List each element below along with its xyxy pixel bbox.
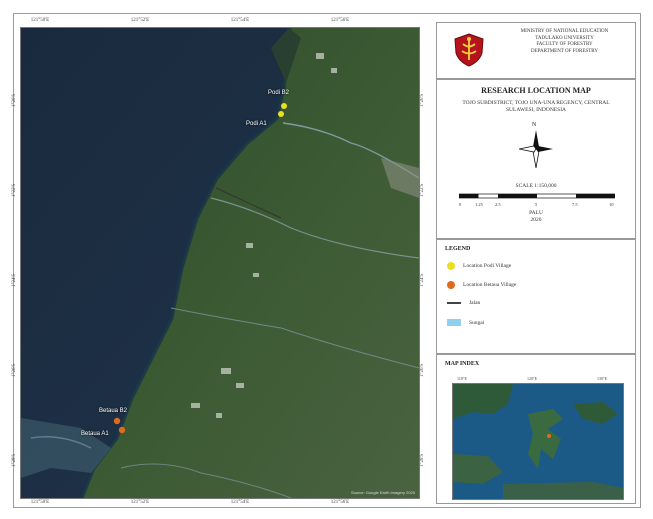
institution-line: MINISTRY OF NATIONAL EDUCATION bbox=[520, 29, 609, 34]
lon-tick: 121°50'E bbox=[30, 18, 50, 23]
map-subtitle: TOJO SUBDISTRICT, TOJO UNA-UNA REGENCY, … bbox=[462, 100, 610, 113]
scale-label: 0 bbox=[459, 202, 462, 207]
index-lon-tick: 110°E bbox=[457, 376, 467, 381]
institution-panel: MINISTRY OF NATIONAL EDUCATION TADULAKO … bbox=[436, 22, 636, 79]
institution-line: TADULAKO UNIVERSITY bbox=[535, 35, 594, 41]
legend-label: Location Betaua Village bbox=[463, 282, 517, 288]
scale-bar bbox=[459, 193, 615, 199]
yellow-dot-icon bbox=[447, 262, 455, 270]
place-name: PALU bbox=[529, 210, 543, 216]
scale-text: SCALE 1:150,000 bbox=[515, 183, 557, 189]
lat-tick: 1°22'S bbox=[420, 183, 425, 197]
index-map[interactable] bbox=[452, 383, 624, 500]
lon-tick: 121°54'E bbox=[230, 18, 250, 23]
podi-b2-marker[interactable] bbox=[281, 103, 287, 109]
betaua-b2-marker[interactable] bbox=[113, 417, 121, 425]
longitude-ticks-bottom: 121°50'E 121°52'E 121°54'E 121°56'E bbox=[20, 500, 418, 510]
legend-label: Jalan bbox=[469, 300, 481, 306]
lat-tick: 1°24'S bbox=[420, 273, 425, 287]
institution-line: DEPARTMENT OF FORESTRY bbox=[531, 48, 598, 54]
betaua-a1-marker[interactable] bbox=[118, 426, 126, 434]
lat-tick: 1°20'S bbox=[420, 93, 425, 107]
lon-tick: 121°50'E bbox=[30, 500, 50, 505]
satellite-map[interactable]: Podi B2 Podi A1 Betaua B2 Betaua A1 Sour… bbox=[20, 27, 420, 499]
legend-title: LEGEND bbox=[445, 246, 471, 252]
scale-label: 10 bbox=[609, 202, 614, 207]
lat-tick: 1°22'S bbox=[12, 183, 17, 197]
lat-tick: 1°24'S bbox=[12, 273, 17, 287]
legend-item-podi: Location Podi Village bbox=[447, 262, 511, 270]
lat-tick: 1°28'S bbox=[12, 453, 17, 467]
lon-tick: 121°52'E bbox=[130, 18, 150, 23]
scale-label: 2.5 bbox=[495, 202, 501, 207]
satellite-imagery bbox=[21, 28, 419, 498]
map-year: 2020 bbox=[530, 217, 542, 223]
river-swatch-icon bbox=[447, 319, 461, 326]
index-lon-tick: 120°E bbox=[527, 376, 538, 381]
scale-label: 5 bbox=[535, 202, 538, 207]
scale-label: 7.5 bbox=[572, 202, 578, 207]
betaua-b2-label: Betaua B2 bbox=[99, 408, 128, 414]
road-line-icon bbox=[447, 302, 461, 304]
lat-tick: 1°20'S bbox=[12, 93, 17, 107]
podi-b2-label: Podi B2 bbox=[268, 90, 290, 96]
legend-item-betaua: Location Betaua Village bbox=[447, 281, 516, 289]
orange-dot-icon bbox=[447, 281, 455, 289]
podi-a1-marker[interactable] bbox=[278, 111, 284, 117]
betaua-a1-label: Betaua A1 bbox=[81, 431, 109, 437]
place-year: PALU 2020 bbox=[437, 210, 635, 224]
latitude-ticks-right: 1°20'S 1°22'S 1°24'S 1°26'S 1°28'S bbox=[420, 27, 428, 497]
map-index-title: MAP INDEX bbox=[445, 361, 480, 367]
map-title-panel: RESEARCH LOCATION MAP TOJO SUBDISTRICT, … bbox=[436, 79, 636, 239]
north-arrow-icon bbox=[519, 130, 553, 168]
scale-label: 1.25 bbox=[475, 202, 483, 207]
lon-tick: 121°56'E bbox=[330, 500, 350, 505]
map-index-panel: MAP INDEX 110°E 120°E 130°E bbox=[436, 354, 636, 504]
longitude-ticks-top: 121°50'E 121°52'E 121°54'E 121°56'E bbox=[20, 18, 418, 28]
lon-tick: 121°52'E bbox=[130, 500, 150, 505]
legend-item-river: Sungai bbox=[447, 319, 484, 326]
lat-tick: 1°26'S bbox=[12, 363, 17, 377]
index-map-imagery bbox=[453, 384, 623, 499]
index-lon-tick: 130°E bbox=[597, 376, 608, 381]
legend-label: Location Podi Village bbox=[463, 263, 512, 269]
lat-tick: 1°28'S bbox=[420, 453, 425, 467]
scale-labels: 0 1.25 2.5 5 7.5 10 bbox=[459, 202, 615, 209]
imagery-credit: Source: Google Earth Imagery 2020 bbox=[350, 490, 415, 495]
legend-panel: LEGEND Location Podi Village Location Be… bbox=[436, 239, 636, 354]
lon-tick: 121°54'E bbox=[230, 500, 250, 505]
university-seal-icon bbox=[454, 33, 484, 67]
lat-tick: 1°26'S bbox=[420, 363, 425, 377]
map-title: RESEARCH LOCATION MAP bbox=[481, 86, 591, 95]
legend-item-road: Jalan bbox=[447, 300, 480, 306]
north-label: N bbox=[532, 122, 537, 128]
legend-label: Sungai bbox=[469, 319, 485, 326]
institution-line: FACULTY OF FORESTRY bbox=[536, 42, 593, 47]
latitude-ticks-left: 1°20'S 1°22'S 1°24'S 1°26'S 1°28'S bbox=[12, 27, 20, 497]
institution-text: MINISTRY OF NATIONAL EDUCATION TADULAKO … bbox=[497, 29, 632, 55]
podi-a1-label: Podi A1 bbox=[246, 121, 267, 127]
lon-tick: 121°56'E bbox=[330, 18, 350, 23]
